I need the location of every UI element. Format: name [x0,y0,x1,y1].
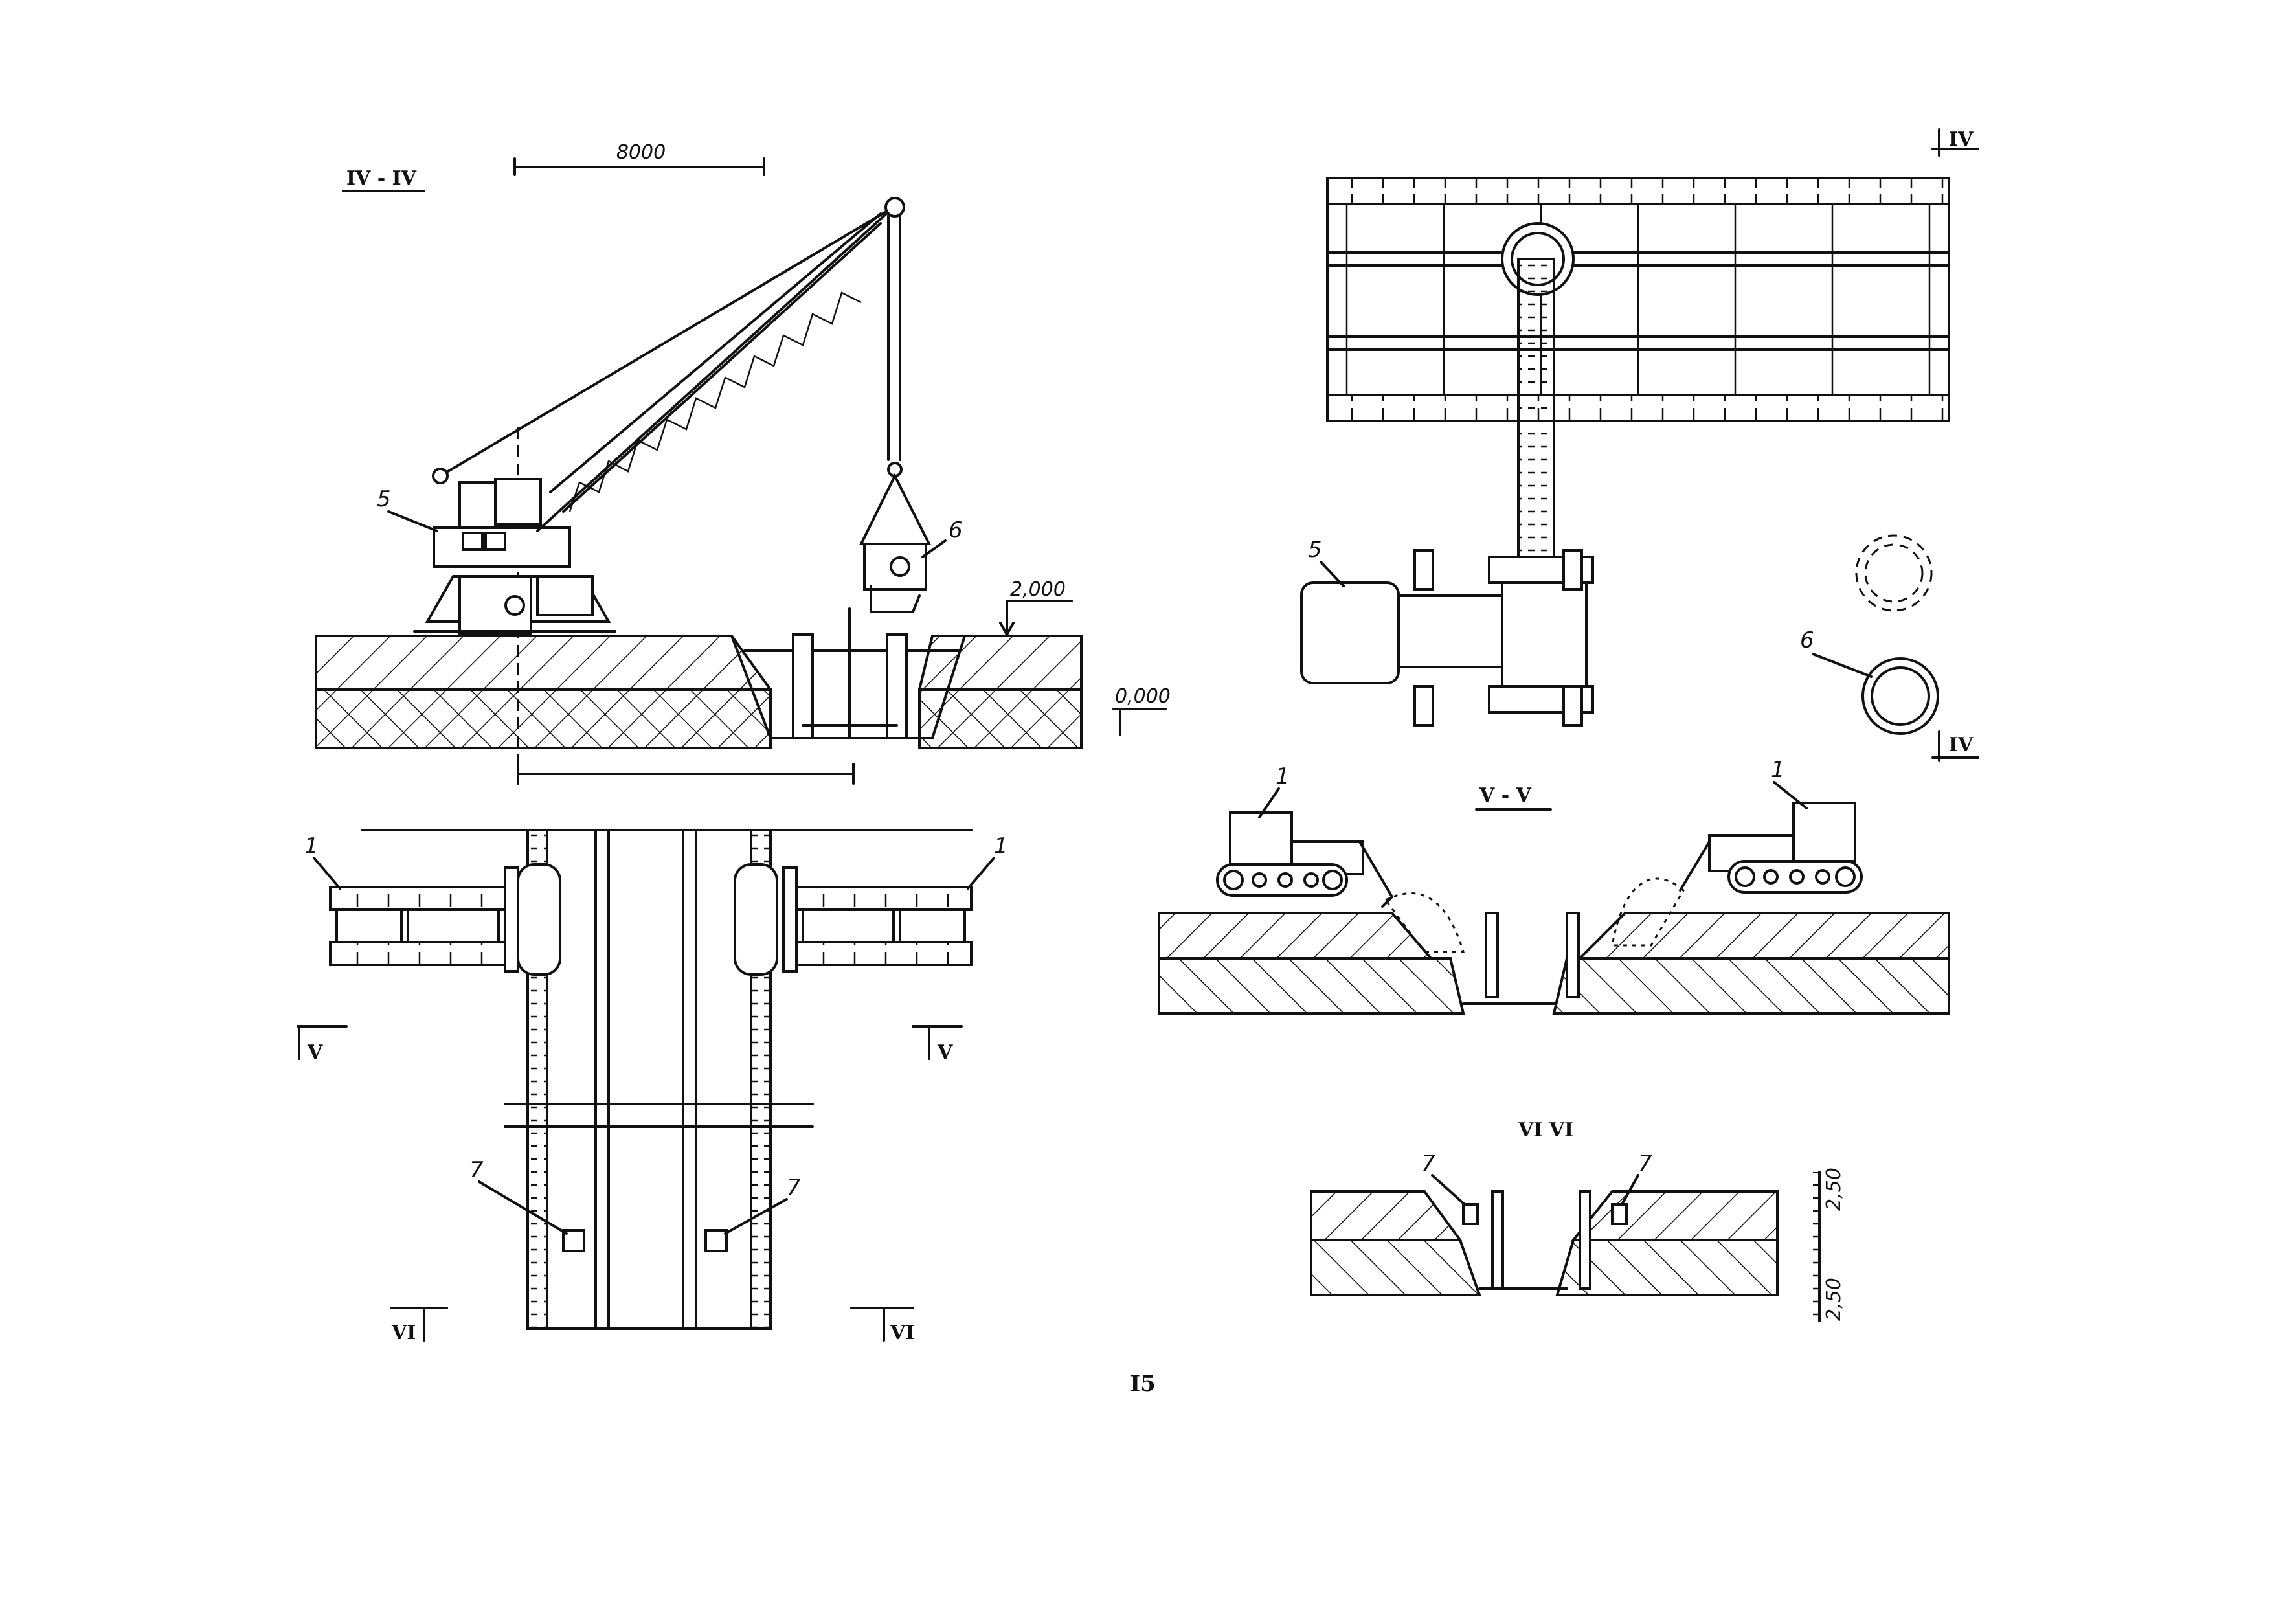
cut-label: VI [890,1322,914,1344]
section-iv-crane-view: IV - IV 8000 [315,141,1171,785]
label-dozer-v-left: 1 [1276,763,1290,789]
bulldozer-side-right [1611,802,1863,947]
label-bucket-plan: 6 [1800,627,1814,653]
elevation-zero-value: 0,000 [1115,685,1171,708]
bulldozer-side-left [1216,811,1465,953]
page-number: I5 [1130,1371,1156,1397]
plan-view-formwork: 5 6 IV IV [1300,128,1979,762]
cut-label: IV [1949,128,1974,151]
cut-label: V [307,1041,323,1064]
elevation-top: 2,000 [999,578,1073,636]
depth-bottom-value: 2,50 [1823,1278,1845,1321]
section-iv-title: IV - IV [346,167,417,190]
label-pump-right: 7 [787,1175,801,1201]
label-dozer-right: 1 [994,833,1008,859]
bucket-plan [1861,657,1939,735]
cut-label: VI [391,1322,416,1344]
bucket-outline-dashed [1855,534,1933,612]
label-bucket: 6 [949,517,963,543]
elevation-zero: 0,000 [1112,685,1171,736]
cut-marker-vi-right: VI [850,1307,914,1344]
depth-top-value: 2,50 [1823,1167,1845,1211]
cut-marker-iv-top: IV [1931,128,1979,157]
section-vi-pumps: VI VI 7 7 2,50 2,50 [1310,1119,1845,1322]
cut-label: V [937,1041,953,1064]
label-crane: 5 [377,486,391,512]
section-v-bulldozers: V - V [1158,757,1950,1015]
pump-right-icon [704,1229,728,1252]
trench [730,607,966,739]
crawler-crane [413,197,932,636]
plan-view-trench: 1 1 7 7 V V VI VI [297,829,1008,1344]
label-pump-left: 7 [469,1157,484,1183]
bulldozer-plan-left [329,866,519,973]
label-dozer-v-right: 1 [1771,757,1785,783]
label-dozer-left: 1 [304,833,319,859]
label-pump-vi-right: 7 [1638,1151,1652,1177]
label-pump-vi-left: 7 [1421,1151,1435,1177]
section-v-title: V - V [1479,784,1532,807]
span-value: 8000 [616,141,666,164]
cut-marker-v-left: V [297,1025,348,1064]
label-crane-plan: 5 [1308,537,1322,563]
cut-label: IV [1949,734,1974,756]
elevation-top-value: 2,000 [1010,578,1066,601]
cut-marker-iv-bottom: IV [1931,730,1979,762]
bulldozer-plan-right [782,866,973,973]
cut-marker-vi-left: VI [390,1307,448,1344]
cut-marker-v-right: V [912,1025,963,1064]
dimension-span: 8000 [513,141,765,176]
section-vi-title: VI VI [1518,1119,1573,1142]
pump-section-left-icon [1462,1203,1479,1225]
pump-section-right-icon [1611,1203,1628,1225]
